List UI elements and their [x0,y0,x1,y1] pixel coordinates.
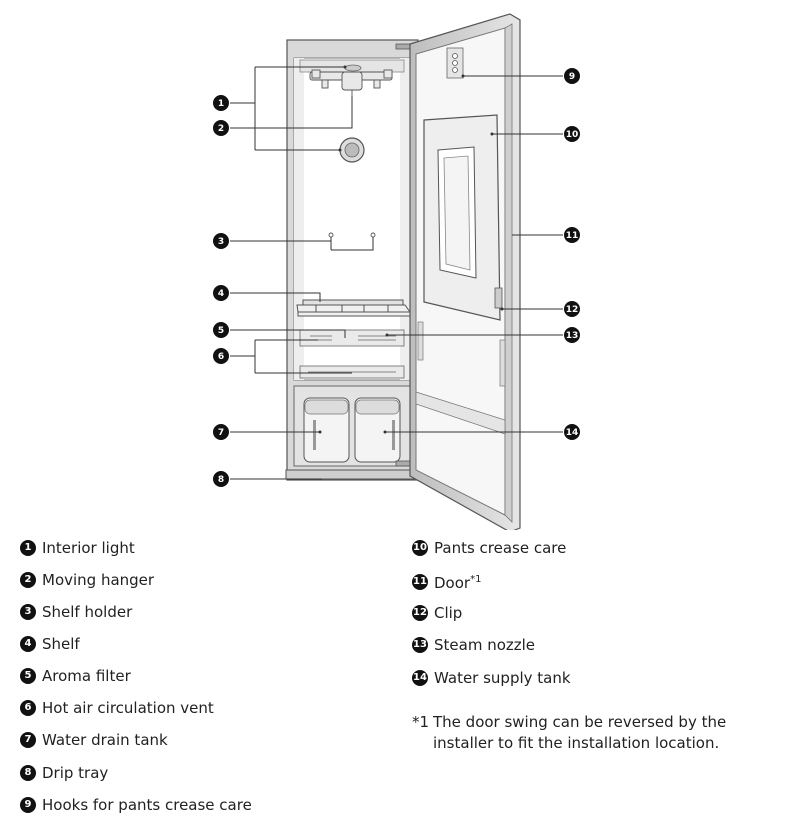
legend-item-clip: 12 Clip [412,604,462,622]
legend-badge-7: 7 [20,732,36,748]
callout-6: 6 [213,348,229,364]
legend-item-drip-tray: 8 Drip tray [20,764,108,782]
callout-7-number: 7 [218,428,224,438]
legend-label-water-drain-tank: Water drain tank [42,731,168,749]
legend-label-clip: Clip [434,604,463,622]
legend-item-shelf: 4 Shelf [20,635,80,653]
legend-item-pants-crease-care: 10 Pants crease care [412,539,566,557]
legend-badge-12: 12 [412,605,428,621]
legend-label-water-supply-tank: Water supply tank [434,669,571,687]
legend-badge-2: 2 [20,572,36,588]
legend-label-moving-hanger: Moving hanger [42,571,155,589]
legend-label-hot-air-vent: Hot air circulation vent [42,699,214,717]
legend-label-hooks: Hooks for pants crease care [42,796,252,814]
legend-label-steam-nozzle: Steam nozzle [434,636,536,654]
callout-12-number: 12 [566,305,579,315]
legend-item-interior-light: 1 Interior light [20,539,135,557]
legend-badge-4: 4 [20,636,36,652]
moving-hanger [309,69,393,100]
callout-2: 2 [213,120,229,136]
shelf [296,299,411,317]
legend-badge-8: 8 [20,765,36,781]
callout-5: 5 [213,322,229,338]
legend-badge-11: 11 [412,573,428,590]
interior-light [344,64,362,72]
legend-item-moving-hanger: 2 Moving hanger [20,571,154,589]
callout-9-number: 9 [569,72,575,82]
callout-13: 13 [564,327,580,343]
callout-1-number: 1 [218,99,224,109]
callout-4: 4 [213,285,229,301]
legend-badge-9: 9 [20,797,36,813]
legend-item-water-drain-tank: 7 Water drain tank [20,731,168,749]
callout-2-number: 2 [218,124,224,134]
callout-5-number: 5 [218,326,224,336]
lower-compartment [293,385,411,467]
callout-11-number: 11 [566,231,579,241]
callout-12: 12 [564,301,580,317]
vent-panel [299,329,405,379]
leader-lines [230,66,563,480]
callout-11: 11 [564,227,580,243]
footnote-text: The door swing can be reversed by the in… [433,713,727,752]
legend-badge-13: 13 [412,637,428,653]
callout-10: 10 [564,126,580,142]
legend-label-shelf-holder: Shelf holder [42,603,133,621]
footnote: *1 The door swing can be reversed by the… [412,712,782,754]
legend-badge-5: 5 [20,668,36,684]
callout-8: 8 [213,471,229,487]
legend-label-door: Door*1 [434,571,481,592]
legend-item-door: 11 Door*1 [412,571,481,592]
legend-badge-3: 3 [20,604,36,620]
legend-item-aroma-filter: 5 Aroma filter [20,667,131,685]
legend-label-shelf: Shelf [42,635,80,653]
legend-item-shelf-holder: 3 Shelf holder [20,603,132,621]
drip-tray [285,469,420,480]
legend-item-steam-nozzle: 13 Steam nozzle [412,636,535,654]
callout-10-number: 10 [566,130,579,140]
callout-7: 7 [213,424,229,440]
footnote-mark: *1 [412,713,430,731]
door-footnote-marker: *1 [470,574,482,585]
callout-4-number: 4 [218,289,224,299]
callout-9: 9 [564,68,580,84]
legend-badge-6: 6 [20,700,36,716]
appliance-diagram: 1 2 3 4 5 6 7 8 9 10 11 12 13 14 [213,13,580,530]
callout-8-number: 8 [218,475,224,485]
callout-3: 3 [213,233,229,249]
circulation-fan [339,137,365,163]
door [409,13,521,530]
legend-item-hot-air-vent: 6 Hot air circulation vent [20,699,214,717]
legend-label-drip-tray: Drip tray [42,764,109,782]
legend-label-interior-light: Interior light [42,539,135,557]
callout-13-number: 13 [566,331,579,341]
callout-6-number: 6 [218,352,224,362]
leader-dots [318,65,504,434]
legend-label-door-text: Door [434,574,471,592]
legend-badge-14: 14 [412,670,428,686]
legend-badge-1: 1 [20,540,36,556]
callout-1: 1 [213,95,229,111]
callout-14: 14 [564,424,580,440]
callout-14-number: 14 [566,428,579,438]
legend-item-hooks: 9 Hooks for pants crease care [20,796,252,814]
legend-label-pants-crease-care: Pants crease care [434,539,567,557]
legend-item-water-supply-tank: 14 Water supply tank [412,669,571,687]
legend-badge-10: 10 [412,540,428,556]
legend-label-aroma-filter: Aroma filter [42,667,131,685]
callout-3-number: 3 [218,237,224,247]
